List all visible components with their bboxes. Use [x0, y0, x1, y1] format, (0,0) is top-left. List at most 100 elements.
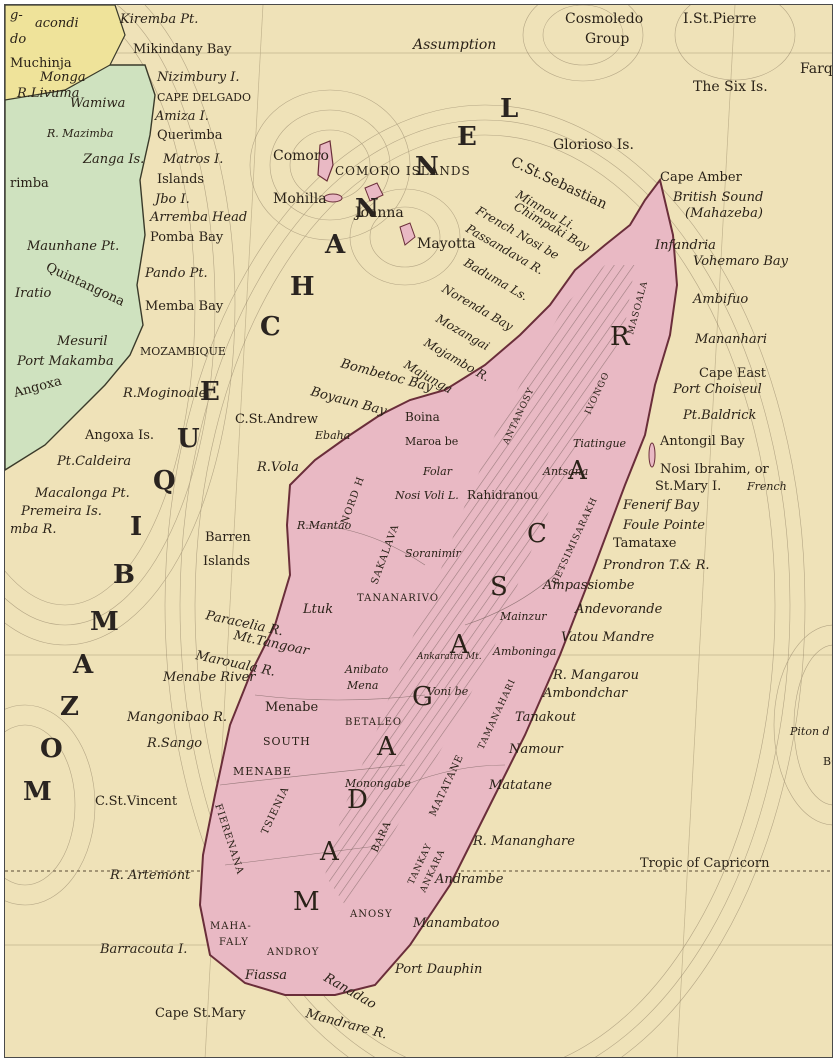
svg-text:Mikindany Bay: Mikindany Bay	[133, 42, 232, 57]
svg-text:Matatane: Matatane	[488, 778, 552, 793]
svg-text:R: R	[610, 322, 632, 352]
madagascar-relief	[325, 265, 635, 905]
svg-text:Muchinja: Muchinja	[10, 56, 72, 71]
svg-text:Manambatoo: Manambatoo	[412, 916, 500, 931]
svg-text:E: E	[457, 122, 479, 152]
svg-text:Ambifuo: Ambifuo	[692, 292, 748, 307]
svg-text:Mohilla: Mohilla	[273, 191, 327, 207]
svg-text:Premeira Is.: Premeira Is.	[20, 504, 102, 519]
svg-text:Prondron T.& R.: Prondron T.& R.	[602, 558, 710, 573]
svg-text:Joanna: Joanna	[353, 205, 404, 221]
svg-text:Voni be: Voni be	[427, 685, 469, 698]
svg-text:M: M	[293, 887, 322, 917]
svg-text:COMORO ISLANDS: COMORO ISLANDS	[335, 164, 471, 178]
svg-text:FALY: FALY	[219, 937, 249, 948]
svg-text:Assumption: Assumption	[411, 37, 496, 53]
svg-text:G: G	[412, 682, 435, 712]
nosi-ibrahim-island[interactable]	[648, 442, 656, 468]
svg-text:R. Mazimba: R. Mazimba	[46, 127, 113, 140]
africa-mainland[interactable]	[5, 64, 156, 471]
svg-text:Cape East: Cape East	[699, 366, 767, 381]
svg-text:Infandria: Infandria	[654, 238, 716, 253]
svg-text:Islands: Islands	[157, 172, 204, 187]
joanna-island[interactable]	[364, 182, 384, 202]
svg-text:O: O	[40, 734, 65, 764]
svg-text:A: A	[72, 650, 95, 680]
svg-text:Ltuk: Ltuk	[302, 602, 333, 617]
svg-text:Memba Bay: Memba Bay	[145, 299, 224, 314]
coastal-water-lines	[5, 5, 832, 1057]
svg-text:Tanakout: Tanakout	[515, 710, 577, 725]
svg-text:Vohemaro Bay: Vohemaro Bay	[693, 254, 789, 269]
svg-text:N: N	[415, 152, 441, 182]
svg-text:Barracouta I.: Barracouta I.	[99, 942, 187, 957]
map-frame: M A D A G A S C A R M O Z A M B I Q U E …	[4, 4, 833, 1058]
svg-text:French: French	[746, 480, 787, 493]
svg-text:Pt.Caldeira: Pt.Caldeira	[56, 454, 131, 469]
svg-text:M: M	[90, 607, 121, 637]
mayotta-island[interactable]	[399, 222, 416, 246]
svg-text:R.Livuma: R.Livuma	[16, 86, 80, 101]
svg-text:St.Mary I.: St.Mary I.	[655, 479, 721, 494]
svg-text:Arremba Head: Arremba Head	[149, 210, 247, 225]
svg-text:Namour: Namour	[508, 742, 564, 757]
comoro-island[interactable]	[317, 140, 334, 182]
svg-text:R.Vola: R.Vola	[256, 460, 299, 475]
svg-text:Amiza I.: Amiza I.	[154, 109, 209, 124]
svg-text:Matros I.: Matros I.	[162, 152, 223, 167]
svg-text:Wamiwa: Wamiwa	[70, 96, 125, 111]
svg-text:Tropic of Capricorn: Tropic of Capricorn	[640, 856, 770, 871]
svg-text:Zanga Is.: Zanga Is.	[82, 152, 144, 167]
svg-text:Menabe River: Menabe River	[162, 670, 256, 685]
svg-text:Mayotta: Mayotta	[417, 236, 476, 252]
svg-text:Cape St.Mary: Cape St.Mary	[155, 1006, 246, 1021]
svg-text:Querimba: Querimba	[157, 128, 223, 143]
svg-text:C: C	[260, 312, 283, 342]
svg-text:Macalonga Pt.: Macalonga Pt.	[34, 486, 130, 501]
svg-text:B: B	[113, 560, 137, 590]
svg-text:MAHA-: MAHA-	[210, 921, 252, 932]
svg-text:R. Mananghare: R. Mananghare	[472, 834, 575, 849]
svg-text:Z: Z	[60, 692, 81, 722]
svg-text:Maroa be: Maroa be	[405, 435, 458, 448]
svg-text:R.Mantao: R.Mantao	[296, 519, 352, 532]
map-canvas[interactable]: M A D A G A S C A R M O Z A M B I Q U E …	[5, 5, 833, 1058]
svg-text:H: H	[290, 272, 317, 302]
svg-text:R. Artemont: R. Artemont	[109, 868, 191, 883]
svg-text:Mena: Mena	[346, 679, 378, 692]
svg-text:Port Makamba: Port Makamba	[16, 354, 114, 369]
svg-text:MENABE: MENABE	[233, 765, 292, 778]
svg-text:Mainzur: Mainzur	[499, 610, 547, 623]
svg-text:acondi: acondi	[35, 16, 79, 31]
svg-text:Monga: Monga	[39, 70, 86, 85]
svg-text:Antongil Bay: Antongil Bay	[659, 434, 745, 449]
mohilla-island[interactable]	[323, 193, 343, 203]
svg-text:R. Mangarou: R. Mangarou	[552, 668, 639, 683]
svg-text:Maunhane Pt.: Maunhane Pt.	[26, 239, 119, 254]
svg-text:Tamataxe: Tamataxe	[613, 536, 677, 551]
svg-text:Comoro: Comoro	[273, 148, 329, 164]
svg-text:A: A	[324, 230, 347, 260]
svg-text:Piton d: Piton d	[789, 725, 830, 738]
svg-text:Ampassiombe: Ampassiombe	[542, 578, 635, 593]
svg-text:Foule Pointe: Foule Pointe	[622, 518, 705, 533]
svg-text:Barren: Barren	[205, 530, 251, 545]
svg-text:Iratio: Iratio	[14, 286, 51, 301]
svg-text:Mesuril: Mesuril	[56, 334, 108, 349]
svg-text:British Sound: British Sound	[672, 190, 763, 205]
svg-text:A: A	[449, 630, 471, 660]
svg-text:CAPE DELGADO: CAPE DELGADO	[157, 91, 251, 104]
svg-text:E: E	[200, 377, 222, 407]
svg-text:The Six Is.: The Six Is.	[693, 79, 768, 95]
svg-text:mba R.: mba R.	[10, 522, 56, 537]
africa-north-region[interactable]	[5, 5, 126, 101]
svg-text:Mananhari: Mananhari	[694, 332, 767, 347]
svg-text:C: C	[527, 519, 549, 549]
rivers	[219, 524, 566, 866]
svg-text:g-: g-	[10, 8, 23, 23]
svg-text:Vatou Mandre: Vatou Mandre	[561, 630, 654, 645]
svg-text:Fenerif Bay: Fenerif Bay	[622, 498, 700, 513]
svg-text:Nizimbury I.: Nizimbury I.	[156, 70, 240, 85]
svg-text:Jbo I.: Jbo I.	[152, 192, 190, 207]
svg-text:Pando Pt.: Pando Pt.	[144, 266, 208, 281]
